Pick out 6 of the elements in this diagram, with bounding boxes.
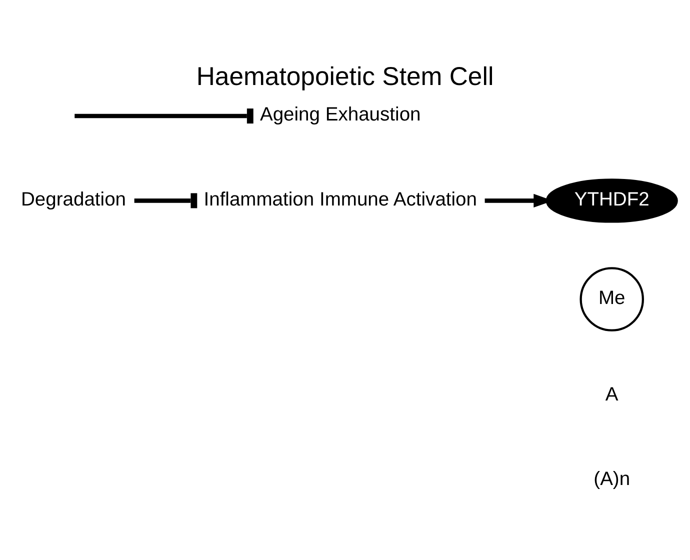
- node-text: Degradation: [20, 189, 126, 210]
- label: A: [605, 384, 618, 406]
- node-text: Ageing Exhaustion: [260, 104, 421, 126]
- diagram-title: Haematopoietic Stem Cell: [196, 63, 494, 92]
- label: (A)n: [594, 469, 630, 490]
- node-text: Inflammation Immune Activation: [204, 189, 478, 210]
